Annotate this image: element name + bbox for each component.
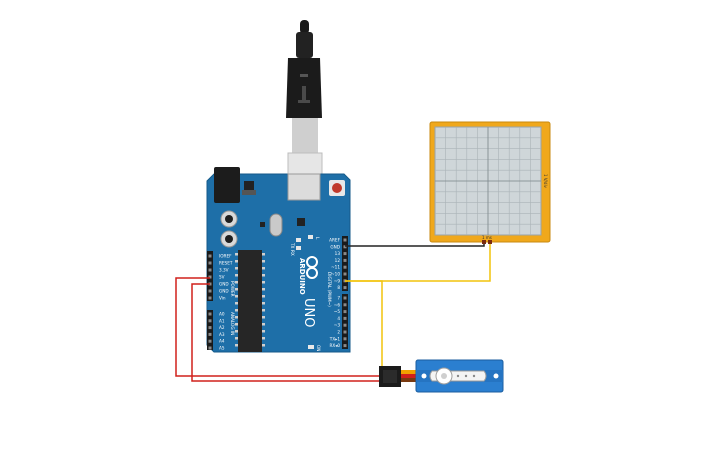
ground-wire-servo[interactable] <box>191 283 380 382</box>
power-pin-label: 5V <box>219 275 225 280</box>
signal-wire-oscilloscope[interactable] <box>345 241 491 282</box>
analog-pin-label: A0 <box>219 312 225 317</box>
digital-lower-pin[interactable] <box>343 310 347 314</box>
arduino-logo-text: ARDUINO <box>298 258 306 295</box>
arduino-uno-board[interactable]: TX RX L ON ARDUINO UNO POWER ANALOG IN D… <box>206 167 351 353</box>
analog-pin-label: A2 <box>219 325 225 330</box>
power-pin[interactable] <box>208 296 212 300</box>
power-jack <box>214 167 240 203</box>
digital-lower-pin-label: ~6 <box>334 302 341 307</box>
power-pin[interactable] <box>208 275 212 279</box>
power-pin[interactable] <box>208 261 212 265</box>
analog-pin[interactable] <box>208 312 212 316</box>
digital-lower-pin[interactable] <box>343 316 347 320</box>
power-pin-label: 3.3V <box>219 268 229 273</box>
analog-pin[interactable] <box>208 332 212 336</box>
digital-header-upper <box>342 236 348 291</box>
digital-lower-pin[interactable] <box>343 344 347 348</box>
digital-header-label: DIGITAL (PWM~) <box>327 272 332 307</box>
digital-lower-pin[interactable] <box>343 337 347 341</box>
digital-upper-pin[interactable] <box>343 286 347 290</box>
tx-label: TX <box>290 242 295 249</box>
digital-lower-pin-label: 7 <box>337 296 340 301</box>
oscilloscope-terminal-signal[interactable] <box>488 240 492 244</box>
digital-upper-pin[interactable] <box>343 245 347 249</box>
digital-upper-pin-label: 12 <box>335 258 341 263</box>
digital-lower-pin[interactable] <box>343 323 347 327</box>
digital-upper-pin-label: 13 <box>335 251 341 256</box>
on-led-label: ON <box>316 345 321 351</box>
analog-header <box>207 310 213 350</box>
digital-lower-pin-label: 2 <box>337 330 340 335</box>
power-pin-label: RESET <box>219 261 233 266</box>
model-text: UNO <box>301 298 316 327</box>
digital-header-lower <box>342 294 348 349</box>
power-pin-label: Vin <box>219 296 226 301</box>
digital-upper-pin-label: ~9 <box>334 278 341 283</box>
power-pin[interactable] <box>208 289 212 293</box>
microcontroller-chip <box>238 250 262 352</box>
digital-lower-pin[interactable] <box>343 296 347 300</box>
oscilloscope-terminal-ground[interactable] <box>482 240 486 244</box>
power-header-label: POWER <box>230 281 235 297</box>
oscilloscope[interactable]: 1 V/div 1 ms <box>429 121 551 244</box>
digital-upper-pin[interactable] <box>343 238 347 242</box>
digital-upper-pin-label: AREF <box>329 238 340 243</box>
digital-upper-pin-label: GND <box>330 244 340 249</box>
rx-label: RX <box>290 250 295 256</box>
digital-lower-pin-label: 4 <box>337 316 340 321</box>
power-pin-label: GND <box>219 289 229 294</box>
arduino-logo-icon <box>306 256 318 279</box>
analog-pin[interactable] <box>208 346 212 350</box>
oscilloscope-time-label: 1 ms <box>482 235 492 240</box>
digital-upper-pin-label: ~11 <box>331 265 340 270</box>
usb-port <box>287 173 321 201</box>
digital-lower-pin[interactable] <box>343 330 347 334</box>
digital-lower-pin-label: TX▸1 <box>329 336 341 341</box>
analog-pin-label: A1 <box>219 318 225 323</box>
power-pin-label: IOREF <box>219 254 232 259</box>
analog-pin-label: A4 <box>219 339 225 344</box>
signal-wire-servo[interactable] <box>345 280 383 367</box>
analog-pin-label: A3 <box>219 332 225 337</box>
power-pin-label: GND <box>219 282 229 287</box>
oscilloscope-volts-label: 1 V/div <box>543 174 548 189</box>
digital-lower-pin[interactable] <box>343 303 347 307</box>
power-wire-servo[interactable] <box>175 277 380 377</box>
digital-upper-pin[interactable] <box>343 258 347 262</box>
digital-upper-pin[interactable] <box>343 265 347 269</box>
analog-pin[interactable] <box>208 326 212 330</box>
analog-pin[interactable] <box>208 319 212 323</box>
digital-upper-pin-label: ~10 <box>331 272 340 277</box>
digital-lower-pin-label: ~5 <box>334 309 341 314</box>
analog-header-label: ANALOG IN <box>230 312 235 335</box>
analog-pin[interactable] <box>208 339 212 343</box>
digital-upper-pin-label: 8 <box>337 285 340 290</box>
servo-motor[interactable] <box>379 359 504 393</box>
digital-upper-pin[interactable] <box>343 252 347 256</box>
power-pin[interactable] <box>208 268 212 272</box>
analog-pin-label: A5 <box>219 346 225 351</box>
power-pin[interactable] <box>208 254 212 258</box>
digital-lower-pin-label: ~3 <box>334 323 341 328</box>
digital-upper-pin[interactable] <box>343 272 347 276</box>
digital-lower-pin-label: RX◂0 <box>329 343 340 348</box>
l-label: L <box>315 237 320 240</box>
